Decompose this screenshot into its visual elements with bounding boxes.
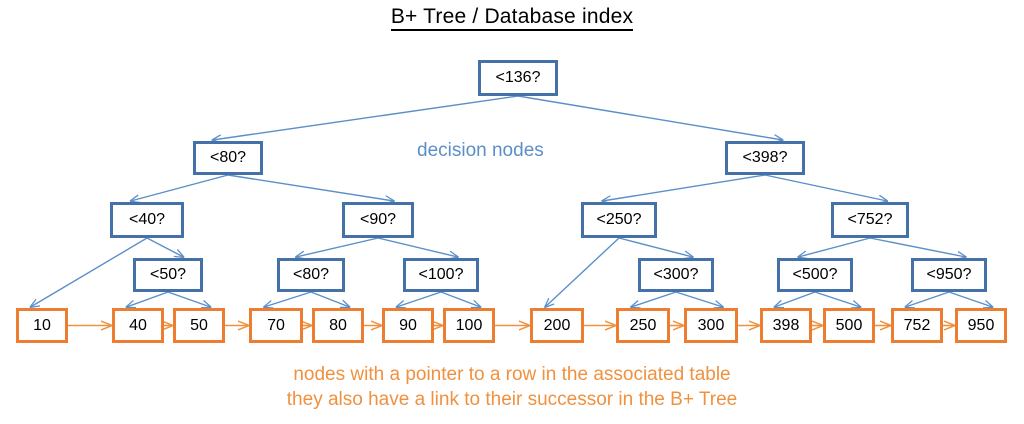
leaf-node-label: 950 <box>967 316 995 334</box>
decision-node-label: <950? <box>926 266 972 283</box>
tree-edge-d752-to-d500 <box>798 237 871 257</box>
decision-node-label: <300? <box>653 266 699 283</box>
decision-node-label: <90? <box>359 211 397 228</box>
leaf-node-l90[interactable]: 90 <box>382 308 434 343</box>
tree-edge-d90-to-d80b <box>296 237 379 257</box>
leaf-node-label: 100 <box>455 316 483 334</box>
decision-node-d90[interactable]: <90? <box>342 202 414 238</box>
decision-nodes-label: decision nodes <box>417 140 544 161</box>
leaf-node-l752[interactable]: 752 <box>891 308 943 343</box>
decision-node-label: <80? <box>209 149 247 166</box>
tree-edge-d250-to-d300 <box>618 237 693 257</box>
decision-node-d250[interactable]: <250? <box>581 202 657 238</box>
leaf-description-line-2: they also have a link to their successor… <box>286 389 738 410</box>
page-title: B+ Tree / Database index <box>0 5 1024 31</box>
decision-node-d100[interactable]: <100? <box>403 258 479 292</box>
decision-node-label: <500? <box>792 266 838 283</box>
decision-node-d398[interactable]: <398? <box>725 141 805 175</box>
tree-edge-d136-to-d398 <box>517 95 783 140</box>
leaf-node-label: 752 <box>903 316 931 334</box>
leaf-node-label: 500 <box>835 316 863 334</box>
decision-node-label: <136? <box>495 69 541 86</box>
tree-edge-d90-to-d100 <box>377 237 458 257</box>
leaf-node-l70[interactable]: 70 <box>249 308 303 343</box>
decision-node-label: <40? <box>128 211 166 228</box>
tree-edge-d80b-to-l70 <box>264 291 312 307</box>
tree-edge-d250-to-l200 <box>545 237 620 307</box>
leaf-node-l50[interactable]: 50 <box>173 308 225 343</box>
leaf-node-label: 10 <box>33 316 51 334</box>
decision-node-label: <752? <box>847 211 893 228</box>
tree-edge-d100-to-l100 <box>440 291 480 307</box>
leaf-node-label: 398 <box>772 316 800 334</box>
decision-node-d40[interactable]: <40? <box>110 202 184 238</box>
tree-edge-d500-to-l398 <box>775 291 816 307</box>
tree-edge-d950-to-l950 <box>948 291 992 307</box>
leaf-node-l500[interactable]: 500 <box>823 308 875 343</box>
decision-node-d950[interactable]: <950? <box>911 258 987 292</box>
tree-edge-d398-to-d752 <box>764 174 887 201</box>
page-title-text: B+ Tree / Database index <box>390 5 634 31</box>
leaf-node-l300[interactable]: 300 <box>684 308 738 343</box>
leaf-node-label: 200 <box>543 316 571 334</box>
decision-node-d50[interactable]: <50? <box>133 258 203 292</box>
leaf-node-l10[interactable]: 10 <box>16 308 68 343</box>
leaf-node-l200[interactable]: 200 <box>530 308 584 343</box>
leaf-nodes-description: nodes with a pointer to a row in the ass… <box>0 362 1024 412</box>
leaf-node-label: 80 <box>329 316 347 334</box>
decision-node-d80[interactable]: <80? <box>193 141 263 175</box>
leaf-node-l950[interactable]: 950 <box>955 308 1007 343</box>
tree-edge-d50-to-l50 <box>167 291 210 307</box>
decision-node-label: <398? <box>742 149 788 166</box>
tree-edge-d300-to-l250 <box>631 291 677 307</box>
decision-node-label: <100? <box>418 266 464 283</box>
leaf-node-l100[interactable]: 100 <box>443 308 495 343</box>
decision-node-label: <50? <box>149 266 187 283</box>
leaf-node-l80[interactable]: 80 <box>312 308 364 343</box>
tree-edge-d50-to-l40 <box>127 291 169 307</box>
decision-node-d500[interactable]: <500? <box>777 258 853 292</box>
decision-node-d136[interactable]: <136? <box>478 60 558 96</box>
tree-edge-d80-to-d90 <box>227 174 394 201</box>
leaf-description-line-1: nodes with a pointer to a row in the ass… <box>293 364 731 385</box>
decision-node-d752[interactable]: <752? <box>831 202 909 238</box>
tree-edge-d500-to-l500 <box>814 291 860 307</box>
decision-node-label: <250? <box>596 211 642 228</box>
tree-edge-d100-to-l90 <box>397 291 442 307</box>
leaf-node-label: 90 <box>399 316 417 334</box>
tree-edge-d300-to-l300 <box>675 291 723 307</box>
leaf-node-label: 70 <box>267 316 285 334</box>
tree-edge-d752-to-d950 <box>869 237 966 257</box>
tree-edge-d136-to-d80 <box>213 95 519 140</box>
tree-edge-d80b-to-l80 <box>310 291 349 307</box>
leaf-node-label: 300 <box>697 316 725 334</box>
leaf-node-label: 40 <box>129 316 147 334</box>
leaf-node-label: 50 <box>190 316 208 334</box>
tree-edge-d398-to-d250 <box>602 174 766 201</box>
leaf-node-l40[interactable]: 40 <box>112 308 164 343</box>
tree-edge-d40-to-l10 <box>31 237 148 307</box>
decision-node-label: <80? <box>292 266 330 283</box>
tree-edge-d80-to-d40 <box>131 174 229 201</box>
decision-node-d80b[interactable]: <80? <box>277 258 345 292</box>
tree-edge-d40-to-d50 <box>146 237 183 257</box>
tree-edge-d950-to-l752 <box>906 291 950 307</box>
leaf-node-label: 250 <box>629 316 657 334</box>
leaf-node-l250[interactable]: 250 <box>616 308 670 343</box>
leaf-node-l398[interactable]: 398 <box>760 308 812 343</box>
decision-node-d300[interactable]: <300? <box>638 258 714 292</box>
